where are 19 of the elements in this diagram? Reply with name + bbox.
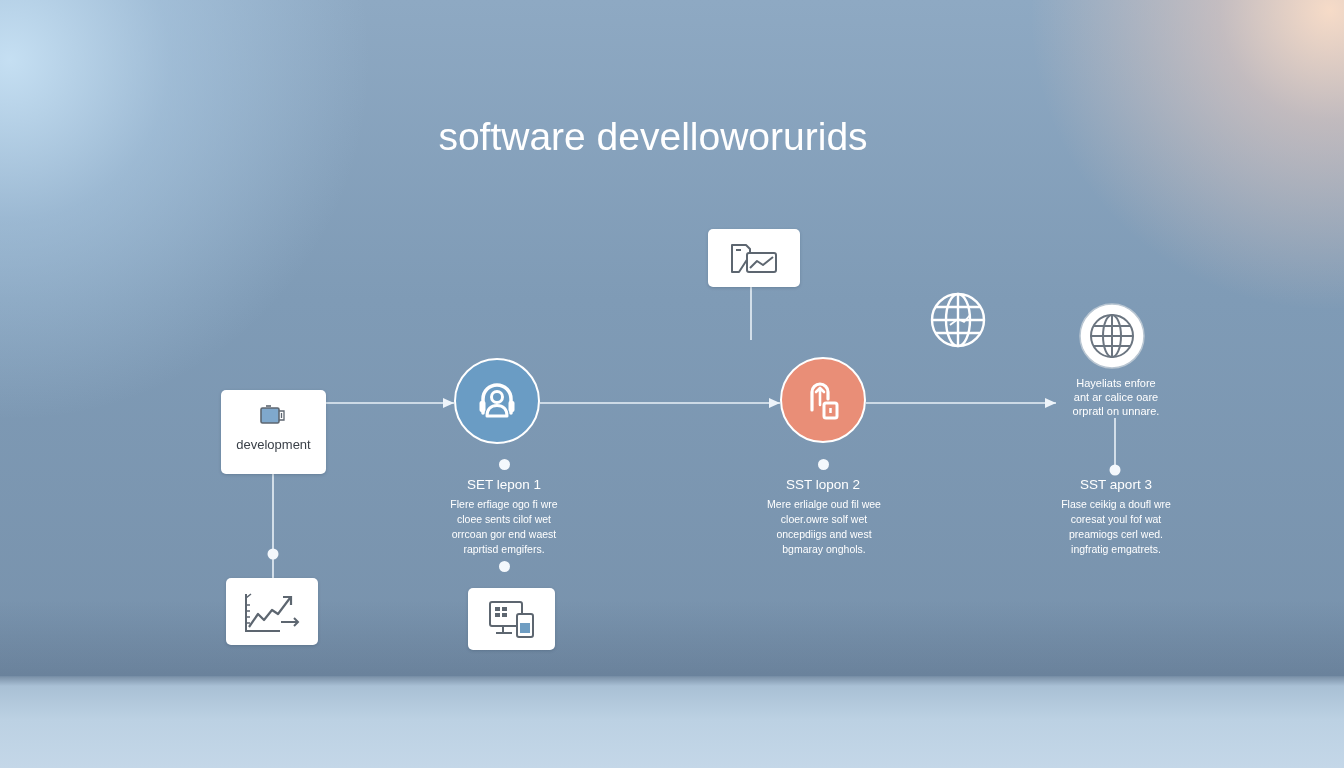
arrow — [539, 398, 781, 408]
step-title: SST lopon 2 — [784, 477, 862, 493]
step-description: Mere erlialge oud fil wee cloer.owre solf wet oncepdiigs and west bgmaray onghols. — [766, 497, 882, 557]
connector-line — [267, 473, 279, 579]
icon-card — [708, 229, 800, 287]
arrow — [865, 398, 1057, 408]
step-description: Flase ceikig a doufl wre coresat youl fof wat preamiogs cerl wed. ingfratig emgatrets. — [1060, 497, 1172, 557]
node-label: development — [235, 437, 312, 453]
icon-card — [226, 578, 318, 645]
title: software develloworurids — [437, 114, 869, 160]
connector-line — [750, 286, 752, 341]
step-description: Flere erfiage ogo fi wre cloee sents cilof wet orrcoan gor end waest raprtisd emgifers. — [449, 497, 559, 557]
step-title: SST aport 3 — [1079, 477, 1153, 493]
description-text: Hayeliats enfore ant ar calice oare orpratl on unnare. — [1056, 376, 1176, 418]
icon-card — [468, 588, 555, 650]
process-card — [221, 390, 326, 474]
connector-line — [1109, 417, 1121, 476]
step-title: SET lepon 1 — [465, 477, 543, 493]
arrow — [325, 398, 455, 408]
